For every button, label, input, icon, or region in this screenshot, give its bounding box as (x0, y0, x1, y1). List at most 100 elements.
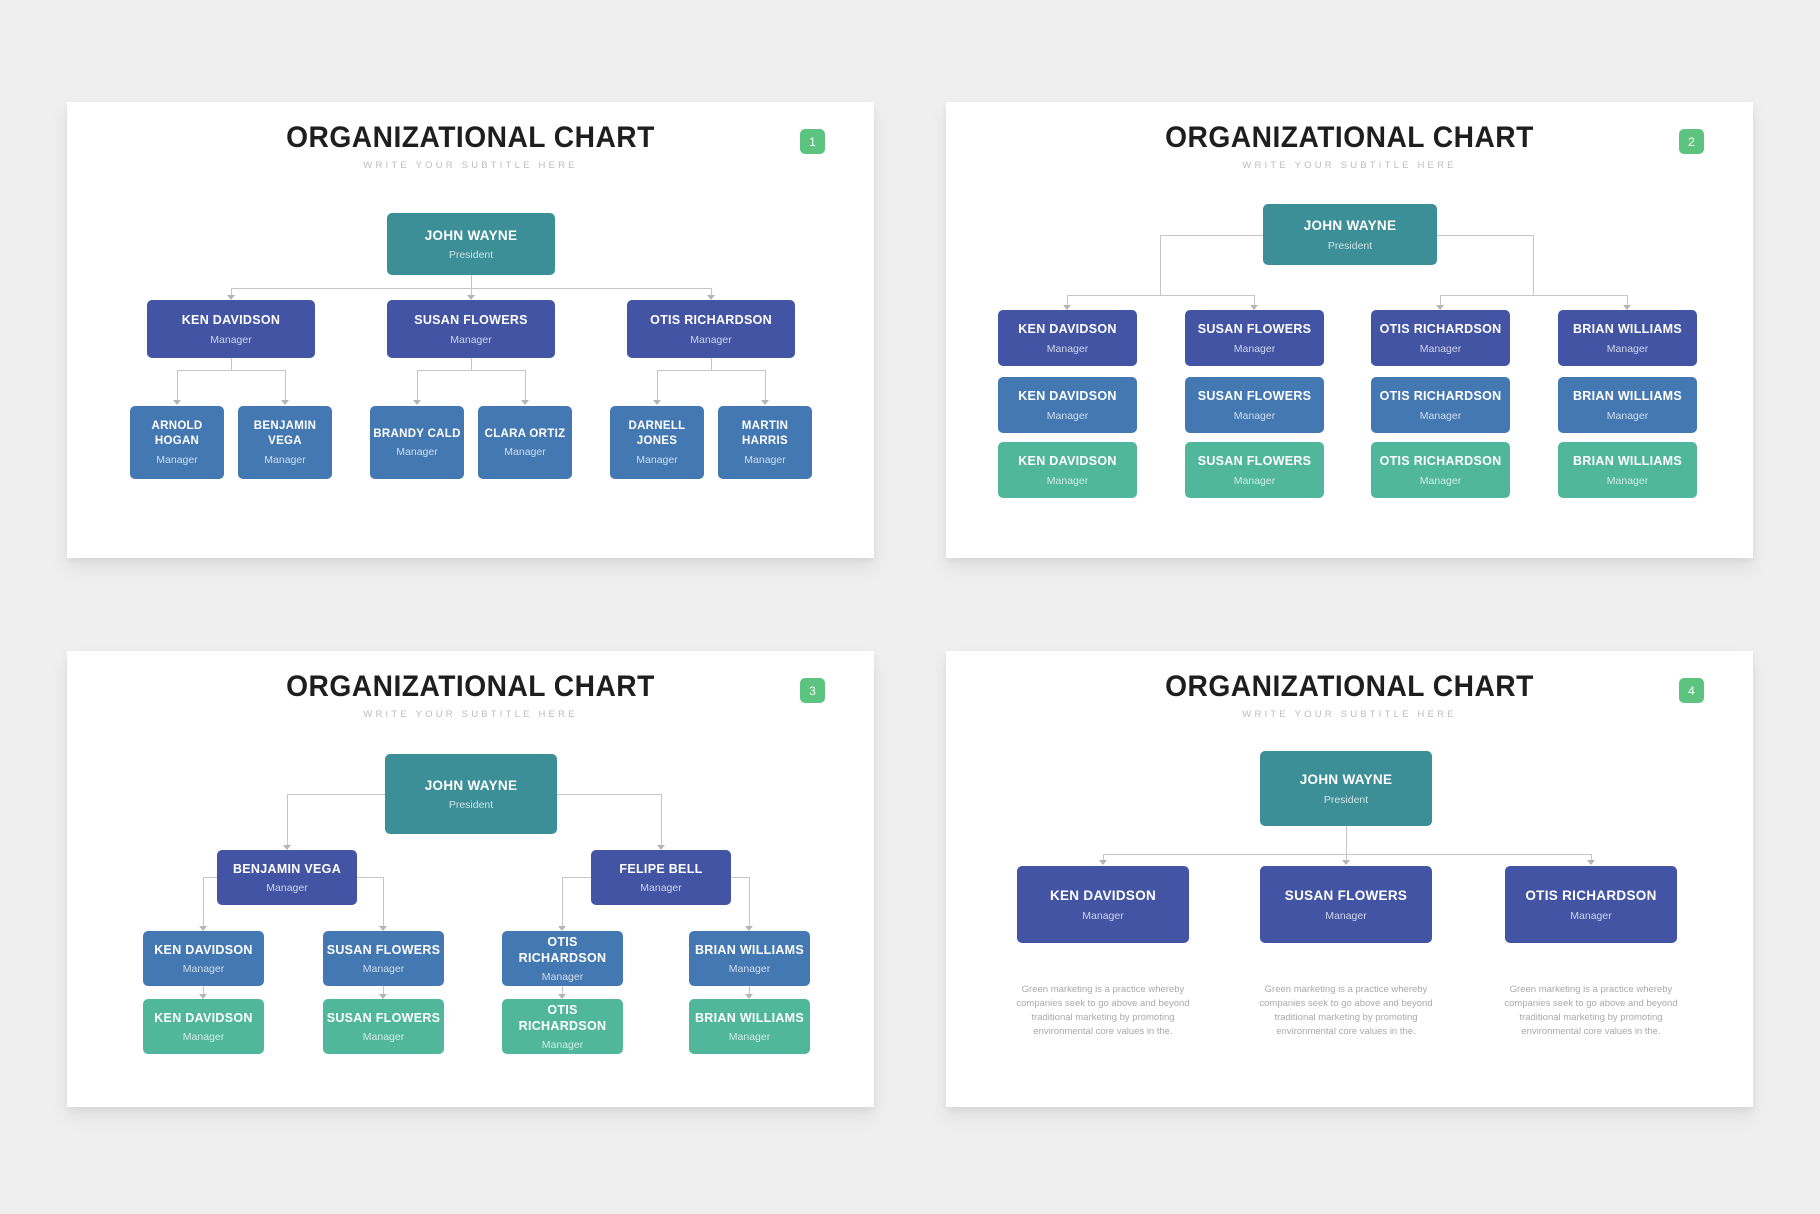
slide-1[interactable]: ORGANIZATIONAL CHART WRITE YOUR SUBTITLE… (67, 102, 874, 558)
slide-title: ORGANIZATIONAL CHART (1165, 670, 1534, 703)
node-role: Manager (636, 453, 678, 466)
connector-line (1627, 295, 1628, 305)
node-name: MARTIN HARRIS (741, 420, 789, 447)
node-name: SUSAN FLOWERS (1197, 322, 1312, 337)
connector-line (562, 986, 563, 994)
org-node-manager[interactable]: SUSAN FLOWERS Manager (1260, 866, 1432, 943)
connector-line (231, 288, 232, 296)
slide-title: ORGANIZATIONAL CHART (286, 121, 655, 154)
org-node-staff[interactable]: DARNELL JONES Manager (610, 406, 704, 479)
connector-line (1346, 854, 1347, 861)
org-node-manager[interactable]: KEN DAVIDSON Manager (998, 442, 1137, 498)
org-node-manager[interactable]: BENJAMIN VEGA Manager (217, 850, 357, 905)
node-name: OTIS RICHARDSON (1379, 322, 1502, 337)
connector-arrow (467, 295, 475, 300)
connector-arrow (707, 295, 715, 300)
node-role: Manager (1082, 909, 1124, 922)
org-node-manager[interactable]: OTIS RICHARDSON Manager (1505, 866, 1677, 943)
slide-2[interactable]: ORGANIZATIONAL CHART WRITE YOUR SUBTITLE… (946, 102, 1753, 558)
connector-arrow (227, 295, 235, 300)
org-node-manager[interactable]: BRIAN WILLIAMS Manager (689, 931, 810, 986)
org-node-president[interactable]: JOHN WAYNE President (385, 754, 557, 834)
org-node-manager[interactable]: BRIAN WILLIAMS Manager (1558, 310, 1697, 366)
org-node-manager[interactable]: KEN DAVIDSON Manager (143, 931, 264, 986)
slide-subtitle: WRITE YOUR SUBTITLE HERE (1242, 709, 1457, 720)
org-node-manager[interactable]: BRIAN WILLIAMS Manager (689, 999, 810, 1054)
connector-line (203, 986, 204, 994)
connector-line (1103, 854, 1592, 855)
node-name: BRIAN WILLIAMS (1572, 454, 1683, 469)
node-name: OTIS RICHARDSON (1379, 389, 1502, 404)
org-node-manager[interactable]: FELIPE BELL Manager (591, 850, 731, 905)
node-name: BRIAN WILLIAMS (1572, 389, 1683, 404)
connector-line (285, 370, 286, 401)
connector-line (1254, 295, 1255, 305)
org-node-manager[interactable]: SUSAN FLOWERS Manager (387, 300, 555, 358)
connector-arrow (199, 994, 207, 999)
connector-arrow (281, 400, 289, 405)
slide-3[interactable]: ORGANIZATIONAL CHART WRITE YOUR SUBTITLE… (67, 651, 874, 1107)
node-role: Manager (396, 446, 438, 459)
org-node-manager[interactable]: KEN DAVIDSON Manager (1017, 866, 1189, 943)
node-name: BENJAMIN VEGA (253, 420, 317, 447)
node-role: Manager (1606, 474, 1649, 487)
connector-line (1067, 295, 1255, 296)
org-node-manager[interactable]: OTIS RICHARDSON Manager (502, 931, 623, 986)
connector-line (383, 877, 384, 926)
slide-number-badge: 1 (800, 129, 825, 154)
connector-arrow (1099, 860, 1107, 865)
org-node-staff[interactable]: ARNOLD HOGAN Manager (130, 406, 224, 479)
org-node-staff[interactable]: MARTIN HARRIS Manager (718, 406, 812, 479)
org-node-manager[interactable]: OTIS RICHARDSON Manager (1371, 442, 1510, 498)
org-node-staff[interactable]: CLARA ORTIZ Manager (478, 406, 572, 479)
org-node-manager[interactable]: KEN DAVIDSON Manager (147, 300, 315, 358)
org-node-manager[interactable]: SUSAN FLOWERS Manager (1185, 377, 1324, 433)
node-name: DARNELL JONES (628, 420, 686, 447)
slide-4[interactable]: ORGANIZATIONAL CHART WRITE YOUR SUBTITLE… (946, 651, 1753, 1107)
node-name: SUSAN FLOWERS (326, 942, 441, 957)
org-node-staff[interactable]: BENJAMIN VEGA Manager (238, 406, 332, 479)
org-node-manager[interactable]: SUSAN FLOWERS Manager (323, 999, 444, 1054)
node-name: JOHN WAYNE (424, 777, 518, 793)
connector-line (525, 370, 526, 401)
org-node-president[interactable]: JOHN WAYNE President (1263, 204, 1437, 265)
org-node-manager[interactable]: KEN DAVIDSON Manager (143, 999, 264, 1054)
node-description: Green marketing is a practice whereby co… (1504, 983, 1678, 1038)
node-name: SUSAN FLOWERS (1197, 454, 1312, 469)
slide-title: ORGANIZATIONAL CHART (286, 670, 655, 703)
node-name: OTIS RICHARDSON (1379, 454, 1502, 469)
org-node-manager[interactable]: KEN DAVIDSON Manager (998, 310, 1137, 366)
connector-line (287, 794, 288, 845)
node-role: Manager (156, 453, 198, 466)
org-node-manager[interactable]: OTIS RICHARDSON Manager (627, 300, 795, 358)
org-node-manager[interactable]: SUSAN FLOWERS Manager (1185, 310, 1324, 366)
org-node-staff[interactable]: BRANDY CALD Manager (370, 406, 464, 479)
org-node-manager[interactable]: SUSAN FLOWERS Manager (1185, 442, 1324, 498)
node-role: Manager (504, 446, 546, 459)
org-node-manager[interactable]: KEN DAVIDSON Manager (998, 377, 1137, 433)
connector-line (177, 370, 286, 371)
org-node-manager[interactable]: BRIAN WILLIAMS Manager (1558, 442, 1697, 498)
node-role: President (1327, 239, 1373, 252)
node-role: Manager (266, 882, 308, 895)
connector-arrow (558, 994, 566, 999)
connector-line (1533, 235, 1534, 295)
node-name: BRANDY CALD (373, 427, 461, 440)
connector-line (765, 370, 766, 401)
connector-line (657, 370, 766, 371)
node-role: Manager (728, 1031, 771, 1044)
org-node-manager[interactable]: OTIS RICHARDSON Manager (1371, 377, 1510, 433)
node-role: Manager (210, 333, 252, 346)
connector-line (711, 288, 712, 296)
org-node-president[interactable]: JOHN WAYNE President (387, 213, 555, 275)
org-node-manager[interactable]: SUSAN FLOWERS Manager (323, 931, 444, 986)
connector-arrow (745, 994, 753, 999)
org-node-president[interactable]: JOHN WAYNE President (1260, 751, 1432, 826)
node-role: Manager (1046, 474, 1089, 487)
org-node-manager[interactable]: OTIS RICHARDSON Manager (502, 999, 623, 1054)
node-name: OTIS RICHARDSON (650, 313, 772, 328)
connector-line (1440, 295, 1441, 305)
org-node-manager[interactable]: BRIAN WILLIAMS Manager (1558, 377, 1697, 433)
org-node-manager[interactable]: OTIS RICHARDSON Manager (1371, 310, 1510, 366)
